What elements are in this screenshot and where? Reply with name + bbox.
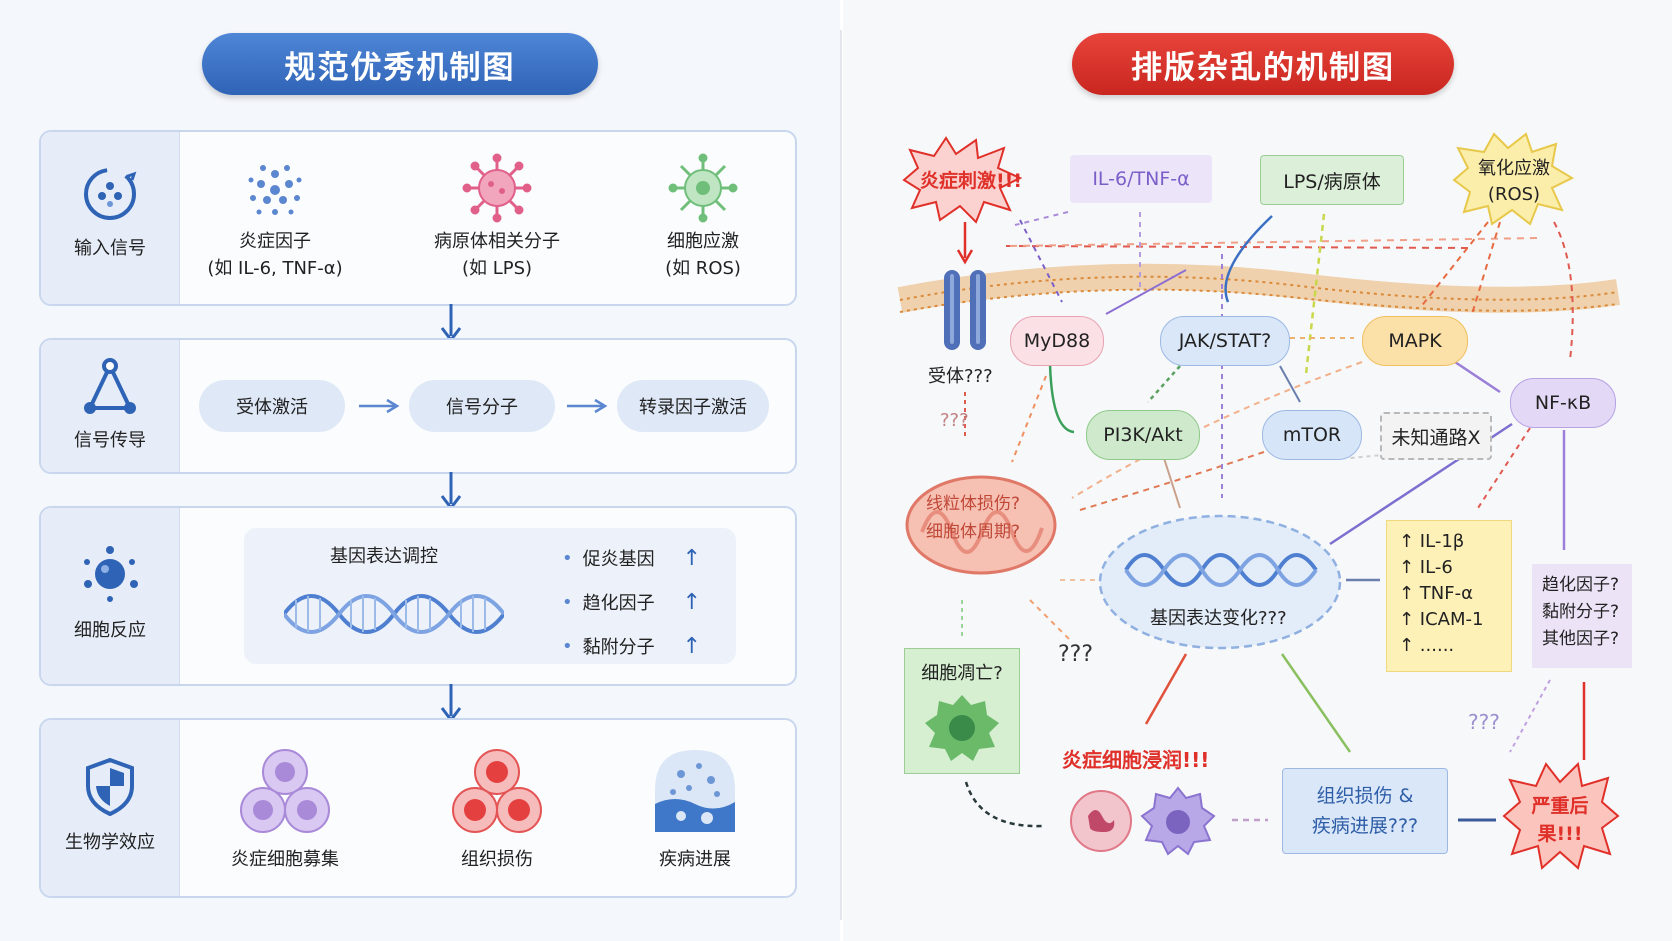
disease-progression-icon xyxy=(655,750,735,832)
nfkb-node: NF-κB xyxy=(1510,378,1616,428)
mitochondrion-icon xyxy=(905,475,1057,575)
inflammation-stimulus-label: 炎症刺激!!! xyxy=(920,170,1022,192)
oxidative-stress-label: 氧化应激 (ROS) xyxy=(1478,158,1550,205)
row-head: 细胞反应 xyxy=(41,508,180,684)
right-title: 排版杂乱的机制图 xyxy=(1072,33,1454,95)
starburst-ros-shape xyxy=(1452,132,1575,226)
myd88-node: MyD88 xyxy=(1010,316,1104,366)
up-arrow-icon: ↑ xyxy=(682,589,702,615)
lps-node: LPS/病原体 xyxy=(1260,155,1404,205)
panel-divider xyxy=(840,30,842,920)
tf-activation-step: 转录因子激活 xyxy=(617,380,769,432)
receptor-icon xyxy=(944,270,986,350)
unknown-pathway-node: 未知通路X xyxy=(1380,412,1492,460)
macrophage-icon xyxy=(1140,786,1216,856)
pi3k-akt-node: PI3K/Akt xyxy=(1086,410,1200,460)
cell-membrane xyxy=(897,263,1620,313)
tissue-damage-node: 组织损伤 & 疾病进展??? xyxy=(1282,768,1448,854)
shield-icon xyxy=(86,757,134,816)
tissue-damage-cells-icon xyxy=(452,749,542,833)
mitochondria-damage-label: 线粒体损伤? 细胞体周期? xyxy=(926,494,1021,542)
row-head: 信号传导 xyxy=(41,340,180,472)
pathogen-icon xyxy=(462,153,532,223)
dna-helix-icon xyxy=(284,594,504,634)
starburst-severe-shape xyxy=(1502,761,1620,870)
cell-stress-icon xyxy=(668,153,738,223)
nucleus-icon xyxy=(1098,514,1342,650)
row-label: 信号传导 xyxy=(74,430,146,451)
apoptosis-box: 细胞凋亡? xyxy=(904,648,1020,774)
cell-burst-icon xyxy=(84,546,138,602)
signal-cycle-icon xyxy=(84,168,137,220)
disease-progression-label: 疾病进展 xyxy=(659,849,731,870)
up-arrow-icon: ↑ xyxy=(682,545,702,571)
starburst-stimulus-shape xyxy=(902,136,1023,224)
question-marks: ??? xyxy=(940,410,969,431)
immune-cell-cluster-icon xyxy=(240,749,330,833)
row-head: 生物学效应 xyxy=(41,720,180,896)
network-triangle-icon xyxy=(84,358,136,414)
row-label: 细胞反应 xyxy=(74,620,146,641)
neutrophil-icon xyxy=(1070,790,1132,852)
other-factors-note: 趋化因子? 黏附分子? 其他因子? xyxy=(1532,564,1632,668)
apoptotic-cell-icon xyxy=(925,695,999,761)
gene-change-label: 基因表达变化??? xyxy=(1150,608,1287,629)
bullet-item: • 趋化因子 ↑ xyxy=(562,589,702,615)
jak-stat-node: JAK/STAT? xyxy=(1160,316,1290,366)
cytokine-icon xyxy=(248,165,302,215)
bullet-item: • 促炎基因 ↑ xyxy=(562,545,702,571)
input-signal-row: 输入信号 炎症因子 (如 IL-6, TNF-α) 病原体相关分子 (如 LPS… xyxy=(39,130,797,306)
cell-infiltration-label: 炎症细胞浸润!!! xyxy=(1062,748,1210,772)
receptor-activation-step: 受体激活 xyxy=(199,380,345,432)
biological-effect-row: 生物学效应 炎症细胞募集 组织损伤 疾病进展 xyxy=(39,718,797,898)
cytokine-label: 炎症因子 (如 IL-6, TNF-α) xyxy=(207,231,343,279)
right-arrow-icon xyxy=(359,398,400,414)
gene-regulation-box: 基因表达调控 • 促炎基因 ↑ • 趋化因子 ↑ • 黏附分子 ↑ xyxy=(244,528,736,664)
severe-consequence-label: 严重后 果!!! xyxy=(1531,795,1589,845)
up-arrow-icon: ↑ xyxy=(682,633,702,659)
bullet-item: • 黏附分子 ↑ xyxy=(562,633,702,659)
gene-bullet-list: • 促炎基因 ↑ • 趋化因子 ↑ • 黏附分子 ↑ xyxy=(562,536,732,668)
signal-transduction-row: 信号传导 受体激活 信号分子 转录因子激活 xyxy=(39,338,797,474)
receptor-label: 受体??? xyxy=(928,366,993,387)
right-arrow-icon xyxy=(567,398,608,414)
row-head: 输入信号 xyxy=(41,132,180,304)
mtor-node: mTOR xyxy=(1262,410,1362,460)
left-title: 规范优秀机制图 xyxy=(202,33,598,95)
tissue-damage-label: 组织损伤 xyxy=(461,849,533,870)
cell-stress-label: 细胞应激 (如 ROS) xyxy=(665,231,741,279)
row-label: 输入信号 xyxy=(74,238,146,259)
question-marks: ??? xyxy=(1058,642,1094,667)
row-label: 生物学效应 xyxy=(65,832,155,853)
cell-recruitment-label: 炎症细胞募集 xyxy=(231,849,339,870)
gene-regulation-title: 基因表达调控 xyxy=(330,546,438,567)
cytokine-up-note: ↑ IL-1β ↑ IL-6 ↑ TNF-α ↑ ICAM-1 ↑ ...... xyxy=(1386,520,1512,672)
pathogen-label: 病原体相关分子 (如 LPS) xyxy=(434,231,560,279)
question-marks: ??? xyxy=(1468,710,1500,734)
il6-tnf-node: IL-6/TNF-α xyxy=(1070,155,1212,203)
mapk-node: MAPK xyxy=(1362,316,1468,366)
signal-molecule-step: 信号分子 xyxy=(409,380,555,432)
